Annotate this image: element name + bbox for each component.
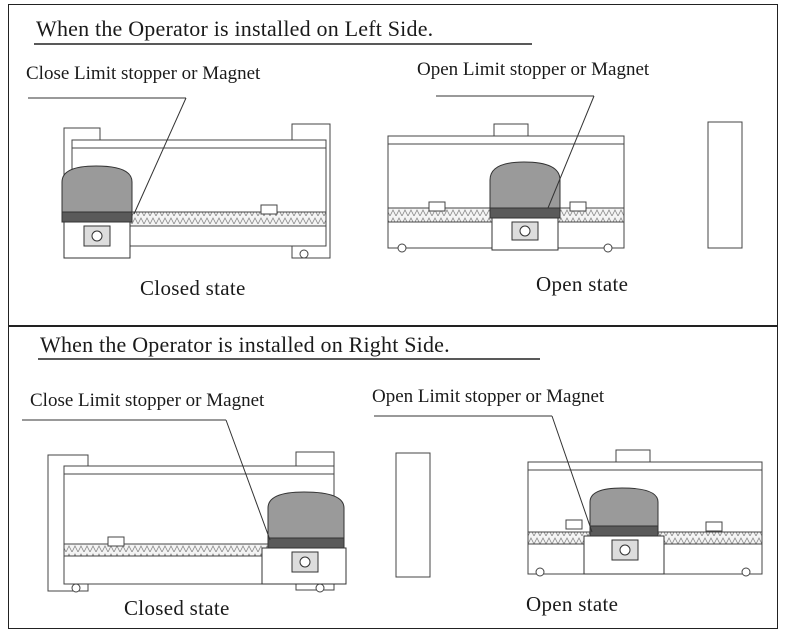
gear-rack <box>63 543 275 557</box>
label-leader-line <box>225 419 271 541</box>
limit-stopper <box>705 521 723 532</box>
limit-stopper <box>428 201 446 212</box>
closed-state-caption: Closed state <box>140 276 246 300</box>
label-leader-line <box>547 95 595 209</box>
open-state-caption: Open state <box>526 592 619 616</box>
gate-post <box>395 452 431 578</box>
limit-stopper <box>260 204 278 215</box>
limit-stopper <box>565 519 583 530</box>
close-limit-label: Close Limit stopper or Magnet <box>26 63 261 84</box>
gate-operator-motor <box>261 491 347 585</box>
gate-operator-motor <box>61 165 133 259</box>
bottom-open-gate-diagram <box>374 415 763 577</box>
right-side-heading: When the Operator is installed on Right … <box>40 332 450 357</box>
limit-stopper <box>107 536 125 547</box>
label-leader-line <box>133 97 187 215</box>
open-limit-label: Open Limit stopper or Magnet <box>372 386 605 407</box>
bottom-closed-gate-diagram <box>22 419 431 593</box>
closed-state-caption: Closed state <box>124 596 230 620</box>
gate-post <box>707 121 743 249</box>
top-open-gate-diagram <box>387 95 743 253</box>
gear-rack <box>129 211 327 227</box>
top-closed-gate-diagram <box>28 97 331 259</box>
gate-operator-motor <box>583 487 665 575</box>
close-limit-label: Close Limit stopper or Magnet <box>30 390 265 411</box>
open-limit-label: Open Limit stopper or Magnet <box>417 59 650 80</box>
limit-stopper <box>569 201 587 212</box>
gate-operator-motor <box>489 161 561 251</box>
open-state-caption: Open state <box>536 272 629 296</box>
left-side-heading: When the Operator is installed on Left S… <box>36 16 434 41</box>
label-leader-line <box>551 415 593 533</box>
